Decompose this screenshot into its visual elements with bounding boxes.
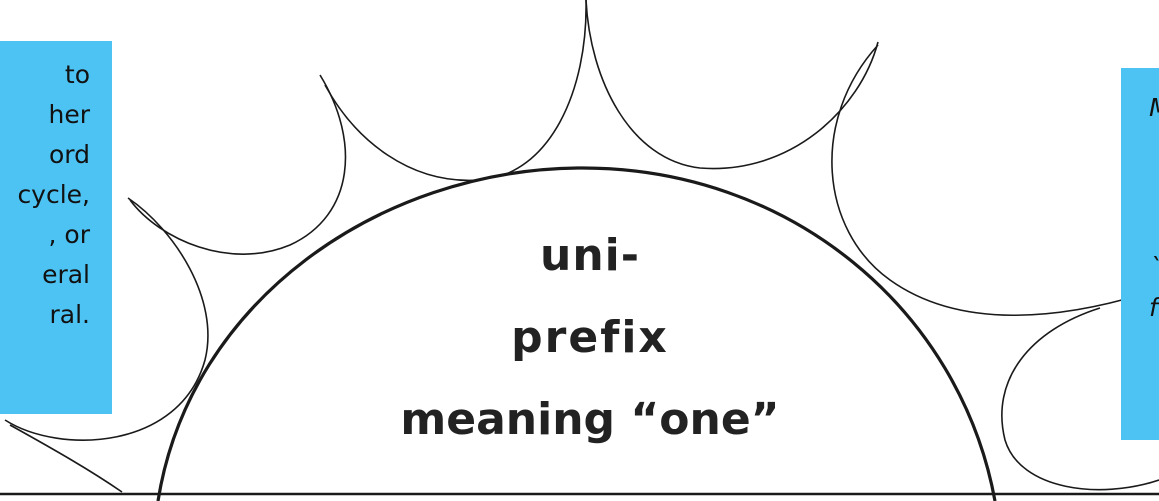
left-note-line: , or: [48, 220, 90, 249]
right-note-line: `: [1149, 248, 1159, 288]
left-note-line: ral.: [49, 300, 91, 329]
petal-left-low: [4, 197, 209, 441]
prefix-meaning: meaning “one”: [400, 394, 780, 445]
right-note-line: [1149, 168, 1159, 208]
left-note-line: ord: [48, 140, 90, 169]
right-note-card: M ` f: [1121, 68, 1159, 440]
petal-far-left: [9, 424, 123, 493]
petal-top-left: [324, 0, 587, 182]
prefix-word: uni-: [540, 230, 640, 281]
petal-top-right: [585, 0, 879, 170]
right-note-line: [1149, 128, 1159, 168]
right-note-line: f: [1149, 293, 1158, 322]
right-note-line: M: [1149, 88, 1159, 128]
sun-petals: [4, 0, 1159, 493]
part-of-speech: prefix: [511, 312, 669, 363]
left-note-line: cycle,: [17, 180, 90, 209]
right-note-line: [1149, 208, 1159, 248]
petal-right-mid: [831, 44, 1151, 316]
left-note-line: eral: [42, 260, 90, 289]
left-note-line: her: [48, 100, 90, 129]
left-note-card: to her ord cycle, , or eral ral.: [0, 41, 112, 414]
left-note-line: to: [64, 60, 90, 89]
petal-right-low: [1001, 307, 1159, 491]
sun-dome: [156, 166, 997, 501]
petal-left-mid: [129, 74, 347, 255]
